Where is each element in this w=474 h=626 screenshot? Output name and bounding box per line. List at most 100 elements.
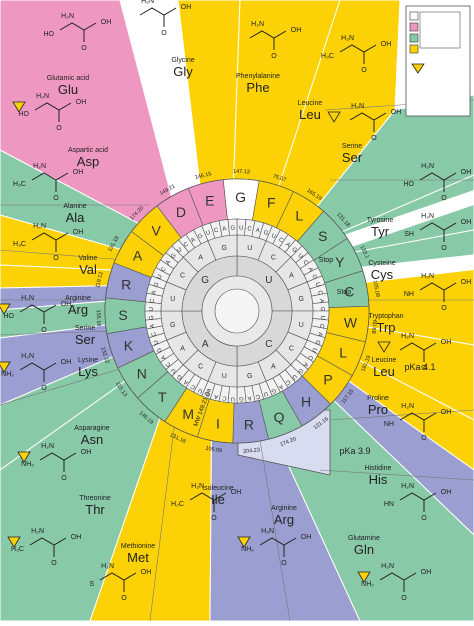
legend-swatch-1 [409, 22, 419, 32]
mol-glu-sidechain: HO [44, 31, 55, 38]
codon-base-14: A [318, 299, 325, 304]
ring-letter-2: L [295, 208, 303, 224]
mol-val-chain [31, 232, 69, 241]
codon-base-46: A [150, 324, 157, 329]
mol-his-sidechain: HN [384, 501, 394, 508]
mass-label-ser2: 105.09 [205, 446, 223, 455]
mol-asp-amine: H₂N [36, 93, 49, 100]
mol-cys-sidechain: SH [404, 231, 414, 238]
mol-asn-marker [17, 451, 31, 463]
codon-base-18: A [316, 331, 323, 336]
mol-ser2-oxygen: O [41, 327, 47, 334]
aa-name-ala: Alanine [63, 203, 86, 210]
mol-asn-chain [39, 452, 77, 461]
mol-ser2-marker [0, 303, 11, 315]
codon-base-60: U [205, 230, 211, 237]
codon-base-37: C [189, 382, 196, 390]
mid-base-5: C [289, 345, 294, 352]
codon-base-54: A [165, 259, 172, 266]
mol-pro-sidechain: NH [384, 421, 394, 428]
mol-leu2-hydroxyl: OH [441, 339, 452, 346]
mol-cys-chain [419, 222, 457, 231]
codon-base-44: U [153, 339, 160, 345]
codon-base-35: G [205, 390, 212, 397]
codon-base-55: G [170, 252, 178, 260]
aa-code-pro: Pro [368, 402, 388, 417]
mol-gly-hydroxyl: OH [181, 4, 192, 11]
mass-label-gln: 146.15 [194, 171, 212, 181]
ring-letter-13: M [182, 406, 194, 422]
pka-label-leu: pKa 4.1 [404, 362, 435, 372]
mol-phe-hydroxyl: OH [291, 27, 302, 34]
legend-swatch-2 [409, 33, 419, 43]
codon-base-16: U [319, 315, 325, 320]
mid-base-10: A [180, 345, 185, 352]
codon-base-40: U [170, 367, 177, 374]
aa-name-leu2: Leucine [372, 357, 397, 364]
ring-letter-18: R [121, 276, 131, 292]
mid-base-1: C [271, 255, 276, 262]
aa-code-arg2: Arg [274, 512, 294, 527]
mol-tyr-sidechain: HO [404, 181, 415, 188]
ring-letter-7: L [339, 345, 347, 361]
mol-pro-oxygen: O [421, 435, 427, 442]
codon-base-41: C [165, 360, 173, 368]
codon-base-57: C [183, 241, 191, 249]
codon-base-42: A [160, 354, 167, 361]
mol-glu-amine: H₂N [61, 13, 74, 20]
aa-code-leu1: Leu [299, 107, 321, 122]
mol-glu-oxygen: O [81, 45, 87, 52]
codon-base-48: U [149, 307, 155, 312]
codon-base-9: C [302, 259, 310, 267]
mol-ala-chain [31, 172, 69, 181]
mol-gln-chain [379, 572, 417, 581]
legend-swatch-0 [409, 11, 419, 21]
aa-name-glu: Glutamic acid [47, 75, 90, 82]
mol-lys-marker [0, 361, 11, 373]
mol-gly-chain [139, 7, 177, 16]
mass-label-ala: 89.09 [372, 320, 379, 334]
ring-letter-17: S [118, 307, 127, 323]
mol-ser1-hydroxyl: OH [391, 109, 402, 116]
mol-asn-hydroxyl: OH [81, 449, 92, 456]
guide-line-8 [329, 409, 474, 421]
structure-layer: H₂NOHOHOH₂NOHOH₂NOHOH₂NOHOH₃CH₂NOHOHOH₂N… [0, 0, 471, 602]
mass-label-asp: 133.1 [359, 245, 370, 260]
aa-code-phe: Phe [246, 80, 269, 95]
mol-pro-amine: H₂N [401, 403, 414, 410]
mol-phe-oxygen: O [271, 53, 277, 60]
mol-ser1-marker [327, 111, 341, 123]
codon-base-49: C [150, 298, 157, 304]
inner-base-3: G [201, 275, 209, 286]
legend-frame [405, 5, 471, 117]
mol-phe-chain [249, 30, 287, 39]
mol-ala-hydroxyl: OH [73, 169, 84, 176]
aa-code-ser2: Ser [75, 332, 96, 347]
codon-base-38: A [183, 378, 190, 385]
codon-base-26: A [277, 383, 284, 390]
aa-name-gly: Glycine [171, 57, 194, 64]
aa-code-met: Met [127, 550, 149, 565]
inner-base-1: C [265, 339, 272, 350]
codon-base-36: U [197, 387, 203, 394]
mass-label-arg1: 174.20 [279, 436, 297, 448]
mid-base-3: G [299, 296, 304, 303]
codon-base-51: G [153, 281, 160, 288]
codon-base-24: U [290, 373, 297, 380]
codon-base-10: A [306, 267, 313, 274]
aa-name-met: Methionine [121, 543, 155, 550]
ring-letter-19: A [133, 247, 143, 263]
legend-triangle-icon [411, 63, 425, 74]
mol-pro-hydroxyl: OH [441, 409, 452, 416]
mol-gln-marker [357, 571, 371, 583]
ring-letter-22: E [205, 192, 214, 208]
mol-cys-oxygen: O [441, 245, 447, 252]
